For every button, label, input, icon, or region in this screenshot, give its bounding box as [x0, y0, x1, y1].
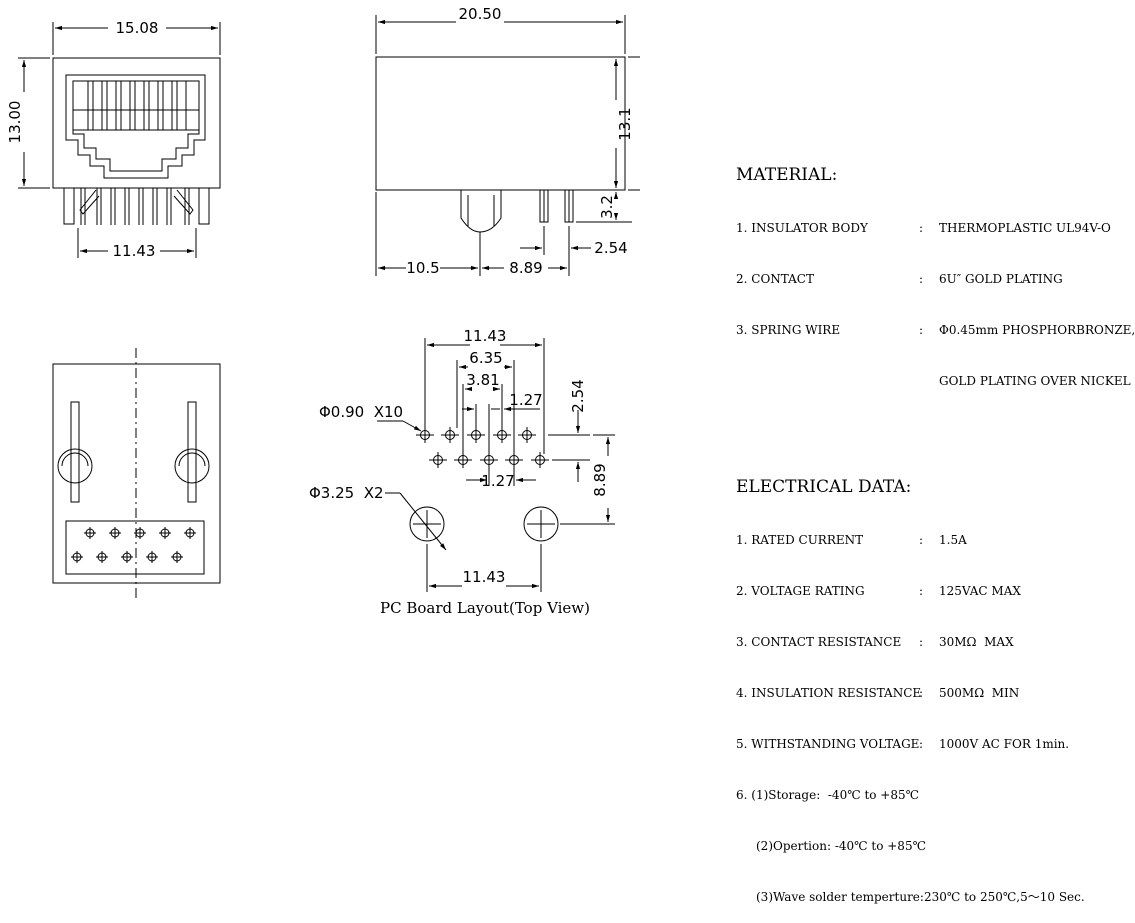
electrical-row: 3. CONTACT RESISTANCE:30MΩ MAX — [736, 635, 1014, 649]
dim-pcb-outer-span: 11.43 — [464, 327, 507, 345]
material-label: 3. SPRING WIRE — [736, 323, 841, 337]
electrical-value: 500MΩ MIN — [939, 686, 1020, 700]
electrical-value: 1.5A — [939, 533, 967, 547]
electrical-label: 5. WITHSTANDING VOLTAGE — [736, 737, 920, 751]
front-view — [18, 22, 221, 258]
dim-pcb-row-spacing: 2.54 — [569, 379, 587, 412]
dim-side-pin-offset: 8.89 — [509, 259, 542, 277]
electrical-label: 2. VOLTAGE RATING — [736, 584, 865, 598]
bottom-view — [52, 348, 221, 600]
material-row: 3. SPRING WIRE:Φ0.45mm PHOSPHORBRONZE, — [736, 323, 1135, 337]
material-row: GOLD PLATING OVER NICKEL — [736, 373, 1135, 390]
material-row: 1. INSULATOR BODY:THERMOPLASTIC UL94V-O — [736, 221, 1111, 235]
electrical-value: 30MΩ MAX — [939, 635, 1014, 649]
dim-pcb-pitch-bottom: 1.27 — [481, 472, 514, 490]
pcb-caption: PC Board Layout(Top View) — [380, 599, 590, 617]
dim-pcb-mid-span: 6.35 — [469, 349, 502, 367]
pin-hole-callout: Φ0.90 X10 — [319, 403, 403, 421]
material-continuation: GOLD PLATING OVER NICKEL — [939, 374, 1131, 388]
material-row: 2. CONTACT:6U″ GOLD PLATING — [736, 272, 1063, 286]
pcb-layout — [377, 338, 615, 592]
electrical-note: (3)Wave solder temperture:230℃ to 250℃,5… — [756, 890, 1085, 904]
electrical-label: 1. RATED CURRENT — [736, 533, 864, 547]
dim-side-pin-length: 3.2 — [598, 195, 616, 219]
dim-pcb-post-offset: 8.89 — [591, 463, 609, 496]
post-hole-callout: Φ3.25 X2 — [309, 484, 384, 502]
electrical-note: (2)Opertion: -40℃ to +85℃ — [756, 839, 926, 853]
electrical-row: 1. RATED CURRENT:1.5A — [736, 533, 967, 547]
dim-pcb-post-span: 11.43 — [463, 568, 506, 586]
dim-front-height: 13.00 — [6, 101, 24, 144]
dim-side-height: 13.1 — [616, 107, 634, 140]
electrical-row: 5. WITHSTANDING VOLTAGE:1000V AC FOR 1mi… — [736, 737, 1070, 751]
material-heading: MATERIAL: — [736, 165, 838, 185]
electrical-row: 4. INSULATION RESISTANCE:500MΩ MIN — [736, 686, 1020, 700]
electrical-value: 125VAC MAX — [939, 584, 1021, 598]
material-value: THERMOPLASTIC UL94V-O — [939, 221, 1111, 235]
material-label: 2. CONTACT — [736, 272, 814, 286]
dim-front-pin-span: 11.43 — [113, 242, 156, 260]
dim-front-width: 15.08 — [116, 19, 159, 37]
dim-side-front-offset: 10.5 — [406, 259, 439, 277]
electrical-value: 1000V AC FOR 1min. — [939, 737, 1070, 751]
material-value: Φ0.45mm PHOSPHORBRONZE, — [939, 323, 1135, 337]
material-label: 1. INSULATOR BODY — [736, 221, 868, 235]
dim-side-length: 20.50 — [459, 5, 502, 23]
dim-side-pin-pitch: 2.54 — [594, 239, 627, 257]
electrical-label: 4. INSULATION RESISTANCE — [736, 686, 922, 700]
material-value: 6U″ GOLD PLATING — [939, 272, 1063, 286]
electrical-note: 6. (1)Storage: -40℃ to +85℃ — [736, 788, 920, 802]
technical-drawing: 15.08 13.00 11.43 20.50 13.1 3.2 2.54 10… — [6, 5, 640, 617]
electrical-row: 2. VOLTAGE RATING:125VAC MAX — [736, 584, 1021, 598]
electrical-label: 3. CONTACT RESISTANCE — [736, 635, 902, 649]
dim-pcb-pitch-top: 1.27 — [509, 391, 542, 409]
side-view — [375, 15, 640, 276]
electrical-heading: ELECTRICAL DATA: — [736, 477, 912, 497]
dim-pcb-inner-span: 3.81 — [466, 371, 499, 389]
spec-panel: MATERIAL: 1. INSULATOR BODY:THERMOPLASTI… — [736, 128, 1135, 923]
